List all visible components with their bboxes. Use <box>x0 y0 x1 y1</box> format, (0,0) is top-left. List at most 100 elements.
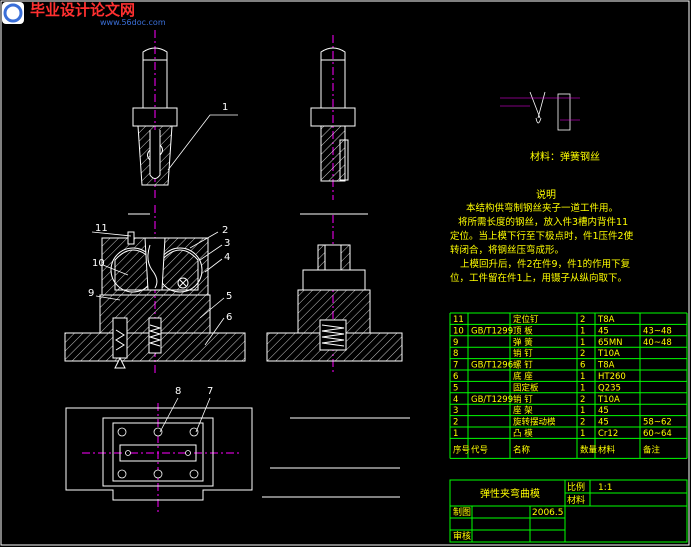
drawing-title: 弹性夹弯曲模 <box>480 487 540 500</box>
bom-cell-qty: 6 <box>580 361 585 371</box>
bom-cell-mat: T10A <box>597 349 620 359</box>
scale-label: 比例 <box>567 481 585 493</box>
check-label: 审核 <box>453 530 471 542</box>
bom-cell-qty: 2 <box>580 349 585 359</box>
notes-heading: 说明 <box>536 188 556 201</box>
bom-cell-no: 1 <box>453 429 458 439</box>
assembly-side-section <box>266 213 403 375</box>
bom-cell-mat: HT260 <box>598 372 626 382</box>
svg-text:8: 8 <box>175 386 181 397</box>
callout-1: 1 <box>167 102 238 171</box>
bom-cell-mat: Q235 <box>598 383 621 393</box>
drawn-date: 2006.5 <box>532 508 564 518</box>
bom-header-name: 名称 <box>513 444 531 455</box>
bom-cell-name: 旋转摆动模 <box>513 417 556 428</box>
bom-cell-name: 销 钉 <box>513 394 533 405</box>
bom-cell-name: 销 钉 <box>513 348 533 359</box>
bom-cell-no: 4 <box>453 395 458 405</box>
bom-cell-qty: 1 <box>580 406 585 416</box>
bom-header-no: 序号 <box>453 444 470 455</box>
bom-cell-mat: T8A <box>597 315 615 325</box>
notes-line-4: 转闭合，将钢丝压弯成形。 <box>450 244 564 256</box>
svg-text:11: 11 <box>95 223 108 234</box>
bom-cell-mat: Cr12 <box>598 429 618 439</box>
bom-cell-mat: 45 <box>598 326 609 336</box>
bom-header-code: 代号 <box>471 444 488 455</box>
blank-lines <box>262 417 410 498</box>
notes-line-2: 将所需长度的钢丝，放入件3槽内背件11 <box>458 216 628 228</box>
callout-labels-assembly: 11 10 9 2 3 4 5 6 <box>88 223 232 323</box>
bom-cell-mat: 45 <box>598 406 609 416</box>
notes-line-1: 本结构供弯制钢丝夹子一道工件用。 <box>466 202 618 214</box>
plan-view <box>65 403 253 512</box>
callouts-assembly <box>91 231 225 346</box>
bom-cell-name: 固定板 <box>513 382 539 393</box>
bom-cell-mat: T8A <box>597 361 615 371</box>
notes-line-5: 上模回升后，件2在件9，件1的作用下复 <box>460 258 631 270</box>
title-block-text: 弹性夹弯曲模 比例 1:1 材料 制图 2006.5 审核 <box>453 481 612 542</box>
bom-cell-code: GB/T1299 <box>471 395 513 405</box>
bom-cell-name: 凸 模 <box>513 428 533 439</box>
bom-header-qty: 数量 <box>580 444 598 455</box>
bom-cell-no: 8 <box>453 349 458 359</box>
bom-cell-no: 11 <box>453 315 464 325</box>
bom-table <box>449 312 688 459</box>
bom-cell-no: 9 <box>453 338 458 348</box>
svg-text:4: 4 <box>224 252 230 263</box>
bom-cell-code: GB/T1296 <box>471 361 513 371</box>
watermark: 毕业设计论文网 www.56doc.com <box>2 1 166 26</box>
bom-cell-qty: 1 <box>580 338 585 348</box>
bom-cell-name: 定位钉 <box>513 314 539 325</box>
bom-cell-note: 40~48 <box>643 338 672 348</box>
drawn-label: 制图 <box>453 506 471 518</box>
bom-cell-qty: 1 <box>580 372 585 382</box>
svg-text:9: 9 <box>88 288 94 299</box>
svg-text:3: 3 <box>224 238 230 249</box>
material-label: 材料 <box>567 494 585 506</box>
bom-cell-mat: T10A <box>597 395 620 405</box>
bom-cell-no: 5 <box>453 383 458 393</box>
bom-cell-no: 7 <box>453 361 458 371</box>
bom-cell-name: 弹 簧 <box>513 337 533 348</box>
punch-side-view <box>310 35 356 200</box>
svg-text:7: 7 <box>207 386 213 397</box>
callouts-plan: 8 7 <box>159 386 213 433</box>
bom-header-mat: 材料 <box>598 444 616 455</box>
notes-line-6: 位，工件留在件1上，用镊子从纵向取下。 <box>450 272 627 284</box>
svg-text:5: 5 <box>226 291 232 302</box>
bom-cell-mat: 65MN <box>598 338 623 348</box>
bom-cell-qty: 1 <box>580 383 585 393</box>
notes-line-3: 定位。当上模下行至下极点时，件1压件2使 <box>450 230 634 242</box>
bom-cell-qty: 1 <box>580 326 585 336</box>
bom-cell-no: 2 <box>453 418 458 428</box>
bom-cell-note: 58~62 <box>643 418 672 428</box>
notes-block: 说明 本结构供弯制钢丝夹子一道工件用。 将所需长度的钢丝，放入件3槽内背件11 … <box>450 188 634 284</box>
bom-cell-note: 43~48 <box>643 326 672 336</box>
bom-cell-no: 10 <box>453 326 464 336</box>
bom-cell-qty: 2 <box>580 418 585 428</box>
bom-header-note: 备注 <box>643 444 661 455</box>
bom-cell-code: GB/T1299 <box>471 326 513 336</box>
bom-cell-name: 座 架 <box>513 405 533 416</box>
bom-cell-no: 6 <box>453 372 458 382</box>
bom-cell-name: 螺 钉 <box>513 360 533 371</box>
bom-cell-mat: 45 <box>598 418 609 428</box>
bom-cell-name: 顶 板 <box>513 325 533 336</box>
wire-clip-detail <box>500 91 580 131</box>
watermark-url: www.56doc.com <box>100 18 166 26</box>
detail-caption: 材料：弹簧钢丝 <box>530 150 600 163</box>
svg-text:10: 10 <box>92 258 105 269</box>
bom-cell-note: 60~64 <box>643 429 672 439</box>
bom-cell-qty: 2 <box>580 395 585 405</box>
svg-text:6: 6 <box>226 312 232 323</box>
plan-screws <box>117 427 199 479</box>
scale-value: 1:1 <box>598 483 612 493</box>
svg-text:2: 2 <box>222 225 228 236</box>
title-block <box>449 479 688 543</box>
bom-cell-qty: 2 <box>580 315 585 325</box>
bom-cell-no: 3 <box>453 406 458 416</box>
